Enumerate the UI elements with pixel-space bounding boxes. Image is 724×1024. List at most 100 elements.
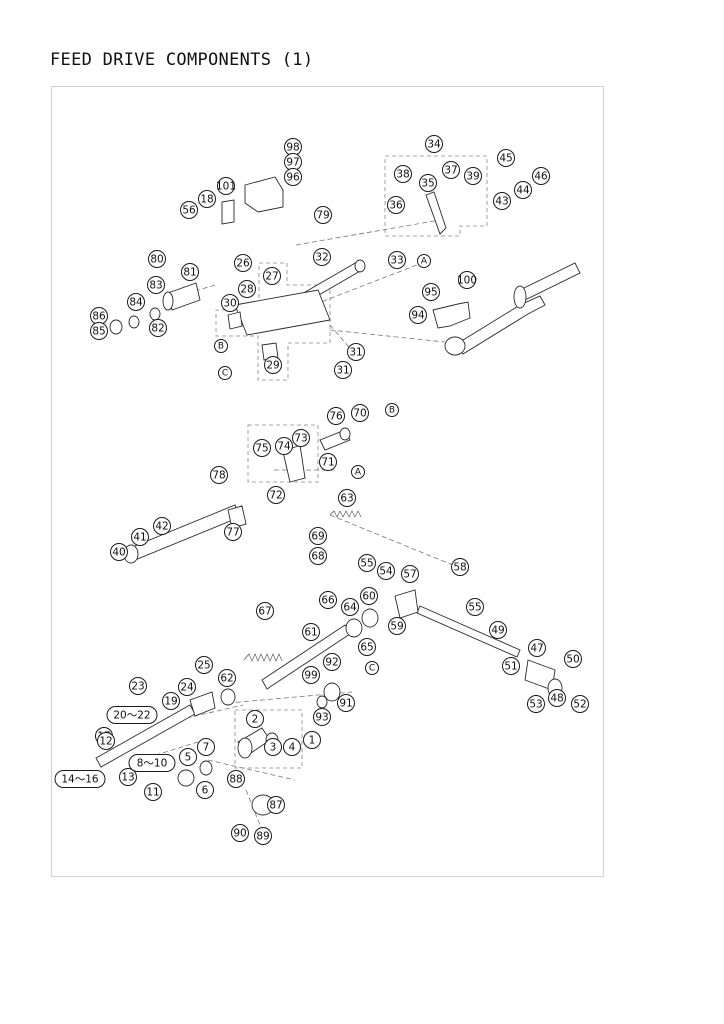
callout-99: 99 <box>302 666 320 684</box>
callout-number: 80 <box>150 254 163 266</box>
callout-38: 38 <box>394 165 412 183</box>
callout-61: 61 <box>302 623 320 641</box>
callout-28: 28 <box>238 280 256 298</box>
callout-number: 66 <box>321 595 335 607</box>
marker-letter: A <box>355 468 362 478</box>
callout-number: 98 <box>286 142 299 154</box>
callout-number: 93 <box>315 712 328 724</box>
callout-85: 85 <box>90 322 108 340</box>
callout-number: 31 <box>349 347 362 359</box>
callout-80: 80 <box>148 250 166 268</box>
callout-number: 57 <box>403 569 416 581</box>
marker-A: A <box>351 465 365 479</box>
marker-letter: A <box>421 257 428 267</box>
callout-number: 51 <box>504 661 517 673</box>
callout-number: 44 <box>516 185 530 197</box>
callout-44: 44 <box>514 181 532 199</box>
callout-number: 78 <box>212 470 225 482</box>
callout-number: 2 <box>252 714 259 726</box>
callout-number: 55 <box>468 602 481 614</box>
callout-number: 48 <box>550 693 563 705</box>
callout-number: 6 <box>202 785 209 797</box>
callout-69: 69 <box>309 527 327 545</box>
marker-C: C <box>218 366 232 380</box>
callout-number: 18 <box>200 194 213 206</box>
callout-97: 97 <box>284 153 302 171</box>
callout-75: 75 <box>253 439 271 457</box>
callout-3: 3 <box>264 738 282 756</box>
callout-90: 90 <box>231 824 249 842</box>
callout-45: 45 <box>497 149 515 167</box>
callout-64: 64 <box>341 598 359 616</box>
callout-number: 24 <box>180 682 194 694</box>
marker-B: B <box>385 403 399 417</box>
marker-C: C <box>365 661 379 675</box>
callout-86: 86 <box>90 307 108 325</box>
callout-number: 56 <box>182 205 196 217</box>
callout-number: 84 <box>129 297 143 309</box>
range-label: 8～10 <box>128 754 176 772</box>
callout-number: 5 <box>185 752 192 764</box>
callout-94: 94 <box>409 306 427 324</box>
callout-25: 25 <box>195 656 213 674</box>
callout-11: 11 <box>144 783 162 801</box>
callout-number: 67 <box>258 606 271 618</box>
callout-number: 71 <box>321 457 334 469</box>
callout-number: 26 <box>236 258 250 270</box>
callout-47: 47 <box>528 639 546 657</box>
callout-39: 39 <box>464 167 482 185</box>
callout-number: 32 <box>315 252 328 264</box>
callout-95: 95 <box>422 283 440 301</box>
callout-number: 96 <box>286 172 300 184</box>
callout-58: 58 <box>451 558 469 576</box>
callout-number: 49 <box>491 625 504 637</box>
callout-12: 12 <box>97 732 115 750</box>
callout-60: 60 <box>360 587 378 605</box>
callout-number: 74 <box>277 441 291 453</box>
callout-number: 30 <box>223 298 236 310</box>
callout-66: 66 <box>319 591 337 609</box>
callout-42: 42 <box>153 517 171 535</box>
callout-96: 96 <box>284 168 302 186</box>
callout-31: 31 <box>334 361 352 379</box>
callout-number: 60 <box>362 591 375 603</box>
callout-number: 1 <box>309 735 316 747</box>
callout-number: 99 <box>304 670 317 682</box>
callout-number: 76 <box>329 411 343 423</box>
callout-53: 53 <box>527 695 545 713</box>
callout-number: 46 <box>534 171 548 183</box>
callout-number: 75 <box>255 443 268 455</box>
marker-B: B <box>214 339 228 353</box>
callout-number: 4 <box>289 742 296 754</box>
callout-number: 7 <box>203 742 210 754</box>
callout-number: 37 <box>444 165 457 177</box>
callout-number: 42 <box>155 521 168 533</box>
callout-number: 82 <box>151 323 164 335</box>
callout-number: 97 <box>286 157 299 169</box>
callout-2: 2 <box>246 710 264 728</box>
callout-65: 65 <box>358 638 376 656</box>
callout-30: 30 <box>221 294 239 312</box>
rack-assembly <box>234 289 331 336</box>
callout-number: 89 <box>256 831 269 843</box>
callout-89: 89 <box>254 827 272 845</box>
callout-5: 5 <box>179 748 197 766</box>
callout-93: 93 <box>313 708 331 726</box>
callout-number: 69 <box>311 531 324 543</box>
callout-29: 29 <box>264 356 282 374</box>
callout-number: 50 <box>566 654 579 666</box>
callout-number: 83 <box>149 280 162 292</box>
callout-32: 32 <box>313 248 331 266</box>
callout-26: 26 <box>234 254 252 272</box>
callout-number: 25 <box>197 660 210 672</box>
marker-A: A <box>417 254 431 268</box>
callout-number: 13 <box>121 772 134 784</box>
callout-number: 11 <box>146 787 159 799</box>
callout-number: 64 <box>343 602 357 614</box>
callout-77: 77 <box>224 523 242 541</box>
callout-72: 72 <box>267 486 285 504</box>
callout-number: 68 <box>311 551 324 563</box>
callout-35: 35 <box>419 174 437 192</box>
callout-number: 47 <box>530 643 543 655</box>
